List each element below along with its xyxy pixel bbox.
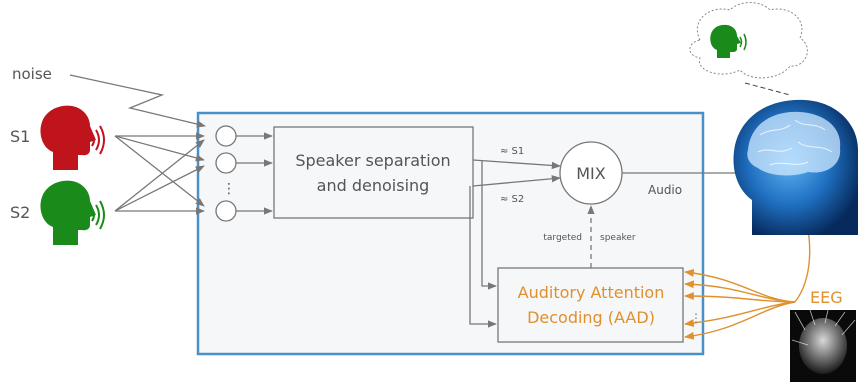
- listener-head-icon: [733, 99, 858, 235]
- aad-label-line2: Decoding (AAD): [527, 308, 655, 327]
- separation-box: [273, 126, 474, 219]
- separation-to-mix-arrows: [472, 159, 561, 187]
- speaker2-label: S2: [10, 203, 30, 222]
- audio-label: Audio: [648, 183, 682, 197]
- aad-box: [497, 267, 684, 343]
- thought-speaker-icon: [710, 24, 747, 58]
- separation-to-aad-arrows: [469, 161, 497, 328]
- eeg-label: EEG: [810, 288, 843, 307]
- microphone-n: [215, 200, 237, 222]
- microphone-dots: ⋮: [222, 181, 236, 197]
- eeg-dots: ⋮: [690, 311, 702, 325]
- noise-label: noise: [12, 65, 52, 83]
- speaker2-icon: [40, 180, 105, 245]
- mic-to-separation-arrows: [236, 132, 273, 215]
- thought-bubble-icon: [689, 2, 808, 96]
- separation-label-line2: and denoising: [317, 176, 430, 195]
- aad-label-line1: Auditory Attention: [518, 283, 665, 302]
- separation-label-line1: Speaker separation: [295, 151, 450, 170]
- approx-s2-label: ≈ S2: [500, 194, 524, 205]
- mix-label: MIX: [576, 164, 606, 183]
- noise-zigzag-arrow: [69, 74, 206, 128]
- approx-s1-label: ≈ S1: [500, 146, 524, 157]
- source-arrows: [114, 132, 205, 215]
- speaker1-label: S1: [10, 127, 30, 146]
- speaker1-icon: [40, 105, 105, 170]
- speaker-label: speaker: [600, 233, 636, 243]
- microphone-1: [215, 125, 237, 147]
- targeted-label: targeted: [543, 233, 582, 243]
- eeg-cap-icon: [790, 309, 856, 382]
- microphone-2: [215, 152, 237, 174]
